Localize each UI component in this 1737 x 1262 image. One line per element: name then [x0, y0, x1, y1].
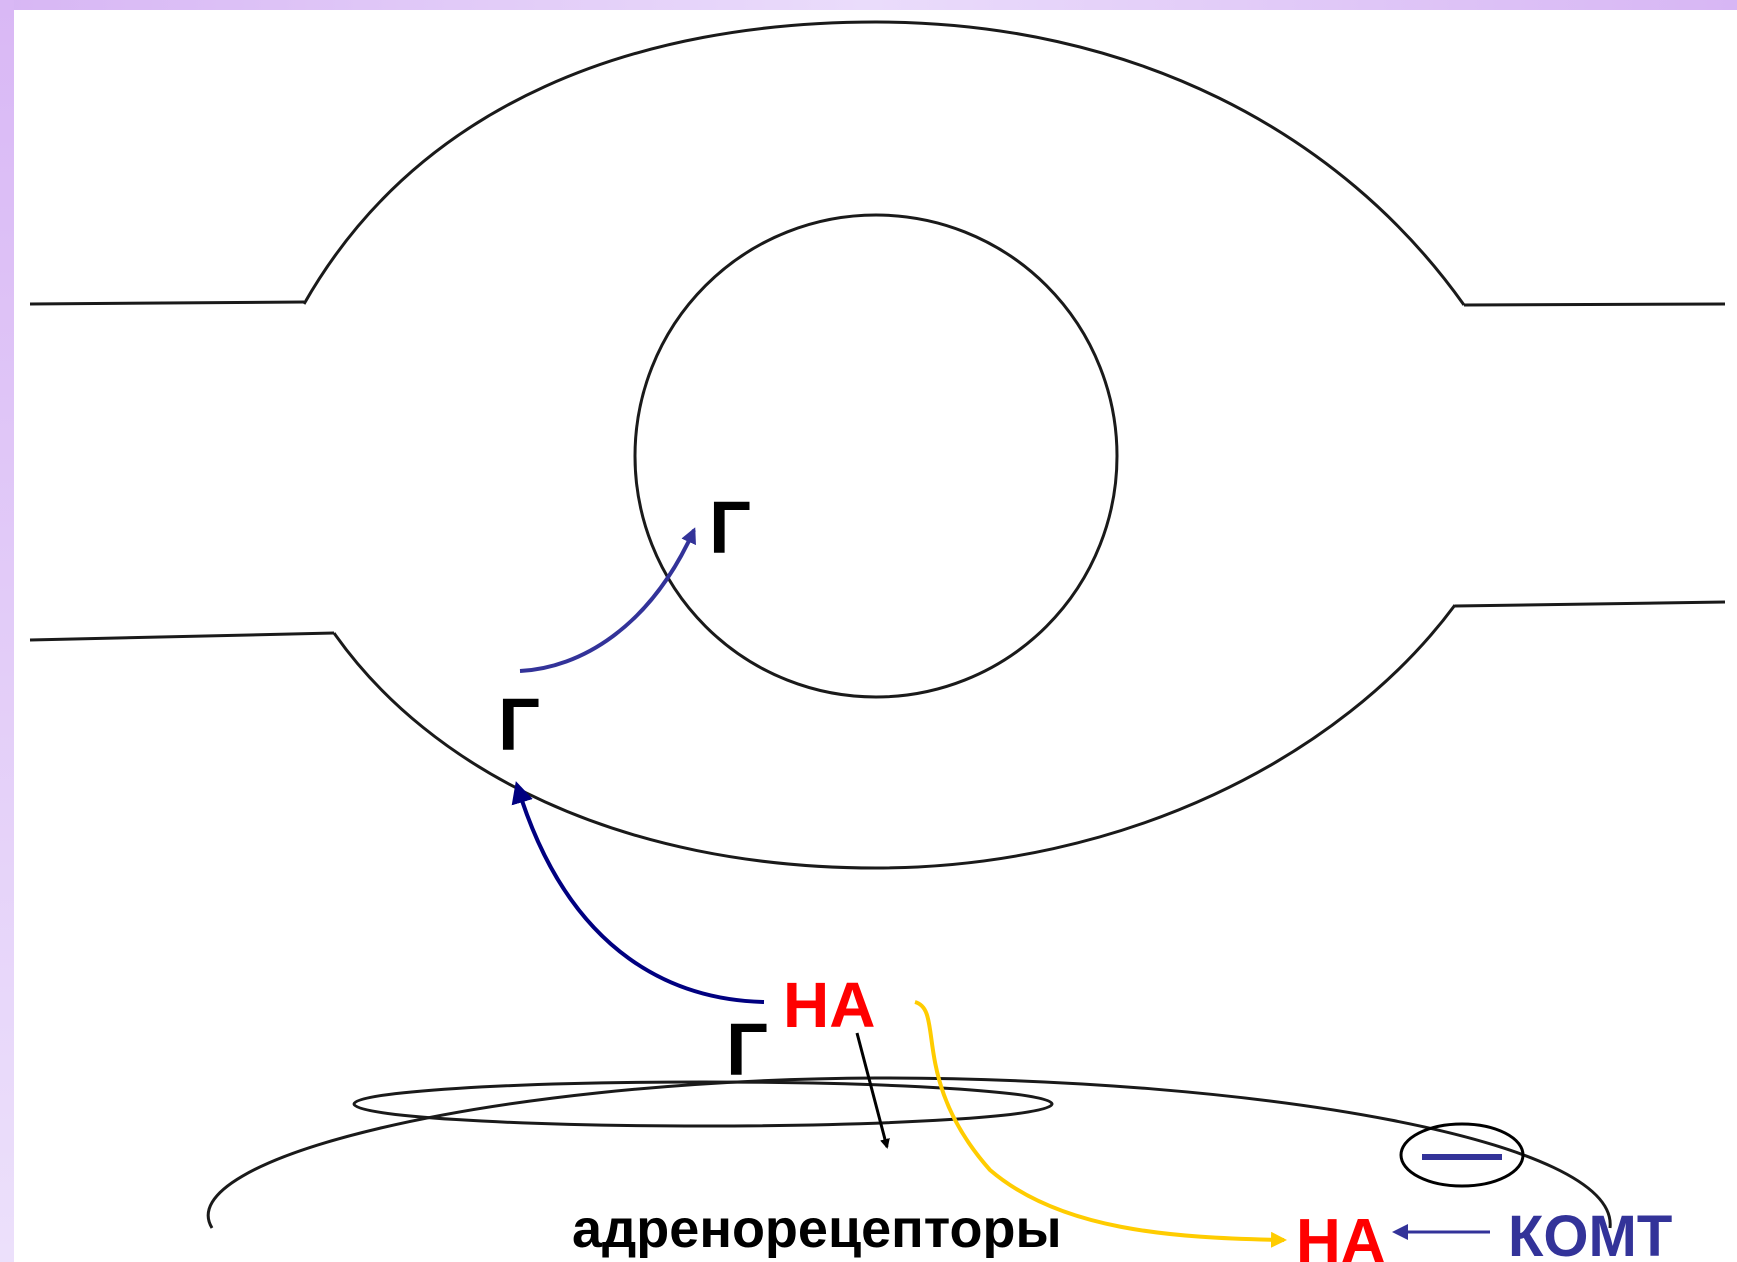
frame-left — [0, 0, 14, 1262]
synaptic-vesicle — [633, 213, 1119, 699]
terminal-outline-top — [302, 20, 1466, 306]
axon-lower-left-line — [29, 631, 335, 642]
axon-lower-right-line — [1454, 600, 1726, 608]
postsynaptic-cell — [206, 1076, 1612, 1229]
vesicle-uptake-arrow — [519, 527, 696, 673]
terminal-outline-bottom — [332, 604, 1457, 870]
comt-label: КОМТ — [1508, 1204, 1672, 1262]
receptor-binding-arrow — [855, 1032, 890, 1149]
na-release-label: НА — [783, 969, 875, 1041]
reuptake-arrow — [511, 781, 765, 1004]
receptor-zone — [352, 1080, 1054, 1128]
receptors-label: адренорецепторы — [572, 1199, 1062, 1259]
presynaptic-terminal — [29, 20, 1726, 870]
g-label-membrane: Г — [498, 683, 540, 766]
frame-top — [0, 0, 1737, 10]
diffusion-arrow — [914, 1000, 1287, 1248]
na-bottom-label: НА — [1296, 1207, 1386, 1262]
g-label-inner: Г — [709, 486, 751, 569]
inhibition-ellipse — [1399, 1122, 1525, 1188]
postsynaptic-membrane — [206, 1076, 1612, 1229]
axon-upper-right-line — [1463, 302, 1726, 307]
g-label-cleft: Г — [726, 1008, 768, 1091]
axon-upper-left-line — [29, 300, 305, 306]
